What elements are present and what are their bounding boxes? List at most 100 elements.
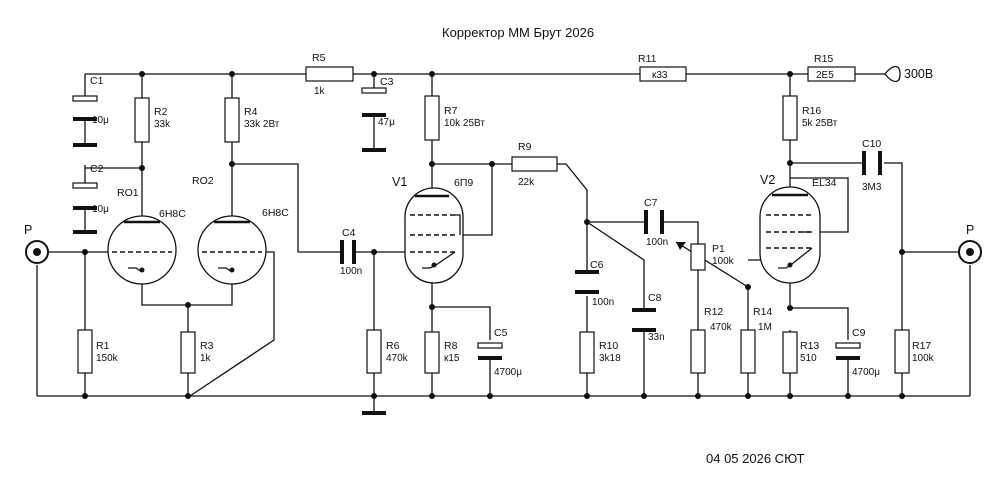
capacitor-value: 10μ [92, 204, 109, 215]
tube-label: RO2 [192, 175, 214, 187]
resistor-value: 3k18 [599, 353, 621, 364]
resistor-r10 [579, 331, 595, 374]
resistor-r11 [639, 66, 687, 82]
resistor-ref: R17 [912, 340, 931, 352]
capacitor-ref: C9 [852, 327, 866, 339]
capacitor-c7 [644, 210, 664, 234]
resistor-r8 [424, 331, 440, 374]
resistor-ref: R9 [518, 141, 532, 153]
connectors [25, 240, 982, 264]
resistor-value: 470k [386, 353, 409, 364]
resistor-r3 [180, 331, 196, 374]
resistor-value: 1M [758, 322, 772, 333]
capacitor-ref: C5 [494, 327, 508, 339]
tubes [107, 186, 821, 285]
resistor-bodies [77, 66, 910, 374]
resistor-value: 1k [200, 353, 212, 364]
capacitor-value: 100n [592, 297, 614, 308]
capacitor-value: 100n [340, 266, 362, 277]
wires [36, 65, 971, 412]
potentiometer-value: 100k [712, 256, 735, 267]
resistor-value: 2E5 [816, 70, 834, 81]
resistor-r13 [782, 331, 798, 374]
resistor-ref: R6 [386, 340, 400, 352]
resistor-ref: R4 [244, 106, 258, 118]
capacitor-value: 100n [646, 237, 668, 248]
capacitors [72, 87, 882, 415]
potentiometer-ref: P1 [712, 243, 725, 255]
capacitor-ref: C3 [380, 76, 394, 88]
tube-label: RO1 [117, 187, 139, 199]
capacitor-c6 [575, 270, 599, 294]
capacitor-value: 4700μ [852, 367, 880, 378]
capacitor-ref: C6 [590, 259, 604, 271]
capacitor-c5 [477, 342, 503, 360]
resistor-value: к15 [444, 353, 460, 364]
resistor-value: 10k 25Вт [444, 118, 485, 129]
resistor-ref: R10 [599, 340, 618, 352]
resistor-value: 470k [710, 322, 733, 333]
resistor-ref: R7 [444, 105, 458, 117]
resistor-r17 [894, 329, 910, 374]
tube-type-label: 6П9 [454, 177, 473, 189]
resistor-r5 [305, 66, 354, 82]
resistor-r7 [424, 95, 440, 141]
resistor-ref: R14 [753, 306, 772, 318]
resistor-r1 [77, 329, 93, 374]
resistor-r16 [782, 95, 798, 141]
resistor-r14 [740, 329, 756, 374]
tube-type-label: 6Н8С [262, 207, 289, 219]
capacitor-c10 [862, 151, 882, 175]
capacitor-c9 [835, 342, 861, 360]
capacitor-c8 [632, 308, 656, 332]
capacitor-c3 [361, 87, 387, 152]
capacitor-ref: C1 [90, 75, 104, 87]
capacitor-value: 10μ [92, 115, 109, 126]
junctions [82, 71, 905, 399]
resistor-ref: R1 [96, 340, 110, 352]
resistor-r12 [690, 329, 706, 374]
capacitor-ref: C8 [648, 292, 662, 304]
schematic-title: Корректор ММ Брут 2026 [442, 25, 594, 40]
potentiometer-arrow-icon [676, 242, 686, 250]
capacitor-ref: C7 [644, 197, 658, 209]
resistor-ref: R11 [638, 53, 657, 65]
tube-label: V2 [760, 173, 775, 187]
resistor-value: к33 [652, 70, 668, 81]
resistor-r2 [134, 97, 150, 143]
resistor-ref: R5 [312, 52, 326, 64]
resistor-value: 1k [314, 86, 326, 97]
capacitor-ref: C10 [862, 138, 881, 150]
resistor-ref: R15 [814, 53, 833, 65]
resistor-value: 33k [154, 119, 171, 130]
resistor-ref: R8 [444, 340, 458, 352]
tube-ro2 [197, 215, 267, 285]
resistor-r4 [224, 97, 240, 143]
capacitor-c2 [72, 182, 98, 234]
output-port-label: P [966, 223, 974, 237]
resistor-ref: R3 [200, 340, 214, 352]
capacitor-value: 33n [648, 332, 665, 343]
schematic-footer: 04 05 2026 СЮТ [706, 451, 804, 466]
resistor-r6 [366, 329, 382, 374]
supply-label: 300В [904, 67, 933, 81]
resistor-ref: R2 [154, 106, 168, 118]
resistor-ref: R16 [802, 105, 821, 117]
input-port-label: P [24, 223, 32, 237]
capacitor-c4 [340, 240, 356, 264]
capacitor-c1 [72, 95, 98, 121]
resistor-r15 [807, 66, 856, 82]
capacitor-value: 3M3 [862, 182, 882, 193]
capacitor-ref: C4 [342, 227, 356, 239]
resistor-p1 [690, 243, 706, 271]
resistor-value: 22k [518, 177, 535, 188]
tube-ro1 [107, 215, 177, 285]
resistor-ref: R12 [704, 306, 723, 318]
resistor-value: 510 [800, 353, 817, 364]
tube-v2 [759, 186, 821, 284]
capacitor-value: 4700μ [494, 367, 522, 378]
resistor-ref: R13 [800, 340, 819, 352]
capacitor-ref: C2 [90, 163, 104, 175]
tube-v1 [404, 187, 464, 284]
